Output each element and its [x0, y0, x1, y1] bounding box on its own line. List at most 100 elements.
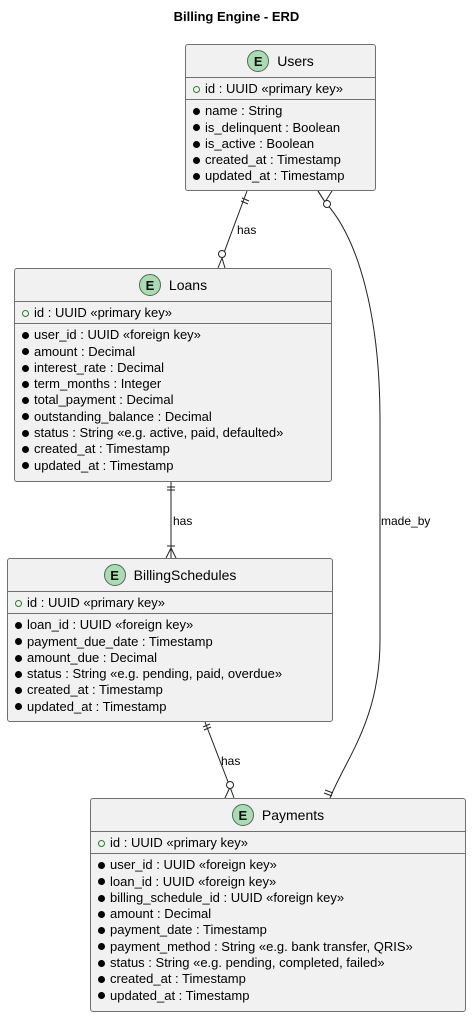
field-bullet-icon [98, 943, 105, 951]
entity-header: E BillingSchedules [8, 559, 332, 591]
field-label: amount_due : Decimal [27, 649, 158, 665]
field-label: status : String «e.g. pending, completed… [110, 955, 385, 971]
users-loans-one-mark-1 [241, 197, 250, 202]
field-bullet-icon [22, 413, 29, 421]
field-label: user_id : UUID «foreign key» [34, 327, 201, 343]
field-row: name : String [186, 103, 375, 119]
field-label: interest_rate : Decimal [34, 359, 165, 375]
field-label: total_payment : Decimal [34, 392, 174, 408]
entity-payments[interactable]: E Payments id : UUID «primary key» user_… [90, 798, 466, 1012]
field-label: name : String [205, 103, 283, 119]
users-payments-one-mark-2 [323, 792, 333, 797]
primary-key-label: id : UUID «primary key» [205, 81, 343, 96]
users-payments-one-mark-1 [324, 789, 334, 794]
field-label: updated_at : Timestamp [205, 168, 345, 184]
relation-label-loans-billing: has [173, 514, 193, 528]
field-row: created_at : Timestamp [15, 441, 331, 457]
field-bullet-icon [22, 397, 29, 405]
field-bullet-icon [15, 638, 22, 646]
field-bullet-icon [15, 654, 22, 662]
field-label: loan_id : UUID «foreign key» [110, 873, 277, 889]
users-loans-one-mark-2 [240, 200, 249, 205]
field-row: updated_at : Timestamp [15, 458, 331, 474]
field-label: amount : Decimal [34, 343, 136, 359]
primary-key-row: id : UUID «primary key» [15, 305, 331, 321]
field-bullet-icon [15, 687, 22, 695]
field-row: status : String «e.g. pending, paid, ove… [8, 666, 332, 682]
field-row: outstanding_balance : Decimal [15, 409, 331, 425]
field-bullet-icon [15, 621, 22, 629]
entity-badge-icon: E [138, 274, 161, 296]
relation-label-billing-payments: has [221, 754, 241, 768]
entity-billing-schedules[interactable]: E BillingSchedules id : UUID «primary ke… [7, 558, 333, 722]
entity-name: BillingSchedules [133, 567, 237, 583]
field-label: amount : Decimal [110, 906, 212, 922]
users-payments-many-mark [317, 190, 333, 203]
entity-name: Users [277, 53, 314, 69]
field-label: term_months : Integer [34, 376, 162, 392]
primary-key-row: id : UUID «primary key» [91, 835, 465, 851]
entity-badge-icon: E [231, 804, 254, 826]
field-label: is_active : Boolean [205, 135, 315, 151]
primary-key-icon [15, 599, 22, 607]
field-row: loan_id : UUID «foreign key» [8, 617, 332, 633]
field-label: payment_due_date : Timestamp [27, 633, 213, 649]
billing-payments-zero-mark [226, 781, 234, 789]
field-row: updated_at : Timestamp [91, 988, 465, 1004]
field-row: user_id : UUID «foreign key» [91, 857, 465, 873]
field-row: created_at : Timestamp [186, 152, 375, 168]
entity-users[interactable]: E Users id : UUID «primary key» name : S… [185, 44, 376, 191]
field-label: payment_method : String «e.g. bank trans… [110, 938, 413, 954]
relation-label-users-payments: made_by [381, 514, 431, 528]
field-label: loan_id : UUID «foreign key» [27, 617, 194, 633]
entity-name: Payments [261, 807, 325, 823]
field-bullet-icon [98, 894, 105, 902]
field-bullet-icon [22, 348, 29, 356]
field-row: loan_id : UUID «foreign key» [91, 874, 465, 890]
field-row: payment_date : Timestamp [91, 922, 465, 938]
field-bullet-icon [15, 670, 22, 678]
primary-key-row: id : UUID «primary key» [186, 81, 375, 97]
field-label: updated_at : Timestamp [27, 698, 167, 714]
field-label: user_id : UUID «foreign key» [110, 857, 277, 873]
field-label: billing_schedule_id : UUID «foreign key» [110, 889, 345, 905]
primary-key-label: id : UUID «primary key» [110, 835, 248, 850]
field-row: user_id : UUID «foreign key» [15, 327, 331, 343]
field-row: amount : Decimal [15, 344, 331, 360]
entity-loans[interactable]: E Loans id : UUID «primary key» user_id … [14, 268, 332, 482]
field-bullet-icon [193, 107, 200, 115]
field-row: interest_rate : Decimal [15, 360, 331, 376]
field-bullet-icon [22, 380, 29, 388]
field-bullet-icon [98, 861, 105, 869]
field-bullet-icon [98, 992, 105, 1000]
field-label: payment_date : Timestamp [110, 922, 267, 938]
relation-label-users-loans: has [237, 223, 257, 237]
field-row: status : String «e.g. pending, completed… [91, 955, 465, 971]
field-bullet-icon [98, 878, 105, 886]
field-bullet-icon [98, 927, 105, 935]
field-bullet-icon [98, 910, 105, 918]
entity-name: Loans [168, 277, 208, 293]
field-bullet-icon [98, 959, 105, 967]
primary-key-label: id : UUID «primary key» [34, 305, 172, 320]
field-bullet-icon [22, 462, 29, 470]
entity-header: E Payments [91, 799, 465, 831]
entity-badge-icon: E [103, 564, 126, 586]
field-label: created_at : Timestamp [34, 441, 170, 457]
field-label: outstanding_balance : Decimal [34, 408, 212, 424]
field-row: is_active : Boolean [186, 136, 375, 152]
field-bullet-icon [98, 976, 105, 984]
field-bullet-icon [22, 331, 29, 339]
field-row: created_at : Timestamp [91, 971, 465, 987]
field-row: amount_due : Decimal [8, 650, 332, 666]
entity-badge-icon: E [247, 50, 270, 72]
primary-key-icon [193, 85, 200, 93]
field-row: payment_method : String «e.g. bank trans… [91, 939, 465, 955]
primary-key-label: id : UUID «primary key» [27, 595, 165, 610]
loans-billing-connector [165, 482, 177, 559]
field-row: payment_due_date : Timestamp [8, 634, 332, 650]
field-row: status : String «e.g. active, paid, defa… [15, 425, 331, 441]
field-label: created_at : Timestamp [205, 152, 341, 168]
field-bullet-icon [22, 364, 29, 372]
